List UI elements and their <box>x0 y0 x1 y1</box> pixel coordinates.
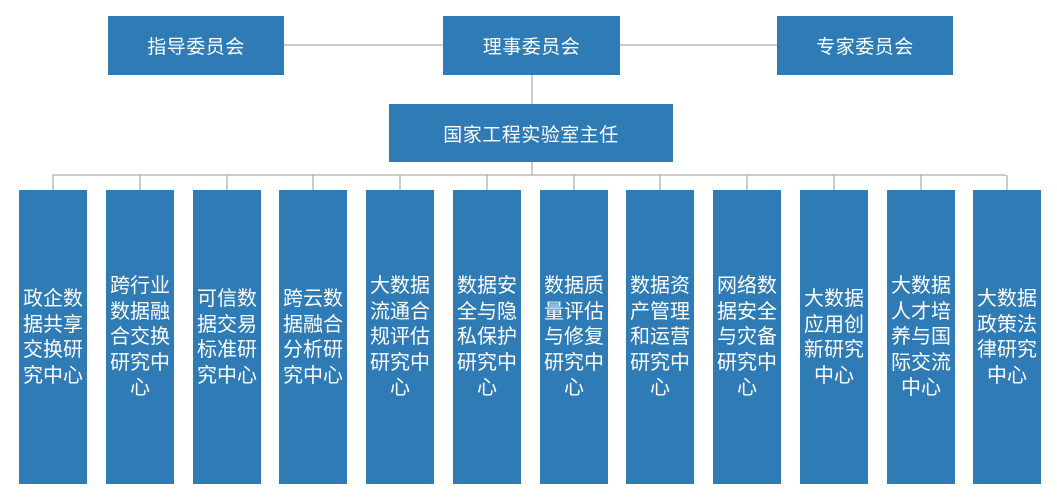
research-center-box-1: 政企数据共享交换研究中心 <box>19 190 87 484</box>
research-center-box-10: 大数据应用创新研究中心 <box>800 190 868 484</box>
research-center-label: 数据资产管理和运营研究中心 <box>630 273 690 400</box>
research-center-label: 大数据应用创新研究中心 <box>804 286 864 387</box>
council-committee-box: 理事委员会 <box>443 16 620 75</box>
research-center-box-5: 大数据流通合规评估研究中心 <box>366 190 434 484</box>
research-center-label: 数据安全与隐私保护研究中心 <box>457 273 517 400</box>
research-center-box-8: 数据资产管理和运营研究中心 <box>626 190 694 484</box>
research-center-box-3: 可信数据交易标准研究中心 <box>193 190 261 484</box>
council-committee-label: 理事委员会 <box>482 36 581 58</box>
research-center-label: 大数据人才培养与国际交流中心 <box>891 273 951 400</box>
research-center-label: 大数据政策法律研究中心 <box>977 286 1037 387</box>
expert-committee-label: 专家委员会 <box>816 36 914 58</box>
expert-committee-box: 专家委员会 <box>777 16 953 75</box>
research-center-label: 政企数据共享交换研究中心 <box>23 286 83 387</box>
director-label: 国家工程实验室主任 <box>443 123 619 146</box>
guidance-committee-label: 指导委员会 <box>147 36 245 58</box>
research-center-label: 网络数据安全与灾备研究中心 <box>717 273 777 400</box>
research-center-label: 跨行业数据融合交换研究中心 <box>110 273 170 400</box>
research-center-box-6: 数据安全与隐私保护研究中心 <box>453 190 521 484</box>
research-center-label: 跨云数据融合分析研究中心 <box>283 286 343 387</box>
research-center-label: 可信数据交易标准研究中心 <box>197 286 257 387</box>
research-center-label: 大数据流通合规评估研究中心 <box>370 273 430 400</box>
research-center-box-9: 网络数据安全与灾备研究中心 <box>713 190 781 484</box>
director-box: 国家工程实验室主任 <box>389 104 673 162</box>
research-center-label: 数据质量评估与修复研究中心 <box>544 273 604 400</box>
research-center-box-7: 数据质量评估与修复研究中心 <box>540 190 608 484</box>
guidance-committee-box: 指导委员会 <box>108 16 284 75</box>
research-center-box-4: 跨云数据融合分析研究中心 <box>279 190 347 484</box>
research-center-box-11: 大数据人才培养与国际交流中心 <box>887 190 955 484</box>
research-center-box-12: 大数据政策法律研究中心 <box>973 190 1041 484</box>
research-center-box-2: 跨行业数据融合交换研究中心 <box>106 190 174 484</box>
